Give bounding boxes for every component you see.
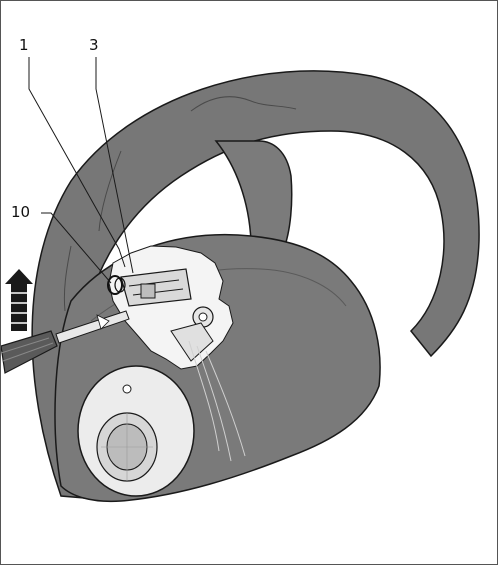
leader-line-3: [95, 57, 134, 274]
upper-spoke: [214, 140, 293, 252]
callout-3: 3: [89, 36, 99, 54]
steering-column-hub: [77, 365, 195, 497]
retaining-clip-assembly: [120, 268, 214, 362]
callout-1: 1: [19, 36, 29, 54]
leader-line-1: [28, 57, 126, 268]
rim-grip-texture: [63, 96, 297, 312]
callout-10: 10: [11, 203, 31, 221]
wiring-harness: [188, 340, 246, 462]
screwdriver-icon: [1, 310, 130, 374]
leader-line-10: [41, 212, 112, 284]
steering-wheel-rim: [31, 70, 480, 500]
up-arrow-icon: [5, 269, 33, 331]
spring-element: [107, 275, 126, 295]
